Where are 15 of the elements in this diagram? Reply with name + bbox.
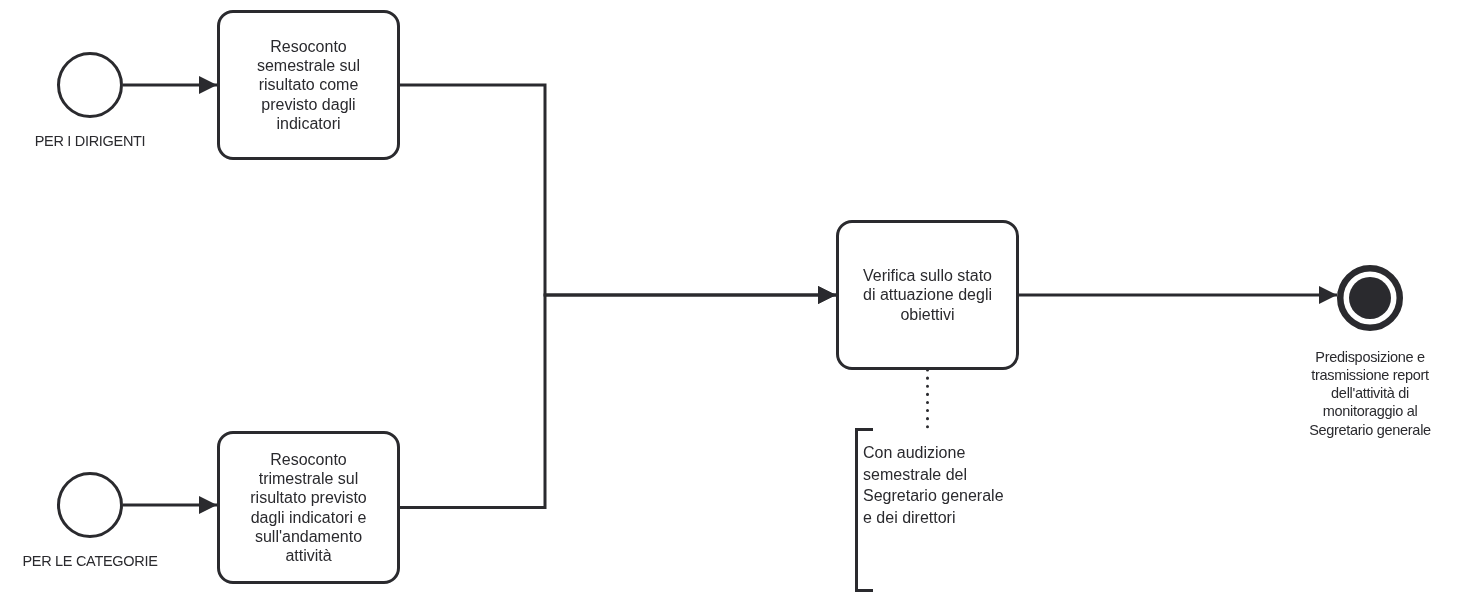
sequence-flow-arrow [123,496,217,514]
event-label: PER LE CATEGORIE [21,552,159,571]
annotation-text: Con audizione semestrale del Segretario generale e dei direttori [863,443,1005,528]
event-label: Predisposizione e trasmissione report dell'attività di monitoraggio al Segretario generale [1308,348,1432,439]
sequence-flow-arrow [123,76,217,94]
task-label: Verifica sullo stato di attuazione degli obiettivi [862,266,993,324]
event-label: PER I DIRIGENTI [33,132,147,151]
task-box [217,431,400,584]
task-label: Resoconto semestrale sul risultato come previsto dagli indicatori [255,37,362,133]
sequence-flow-arrow [400,286,836,509]
sequence-flow-arrow [1019,286,1337,304]
association-line [926,368,929,430]
task-box [217,10,400,160]
task-box [836,220,1019,370]
task-label: Resoconto trimestrale sul risultato previsto dagli indicatori e sull'andamento attività [249,449,368,566]
